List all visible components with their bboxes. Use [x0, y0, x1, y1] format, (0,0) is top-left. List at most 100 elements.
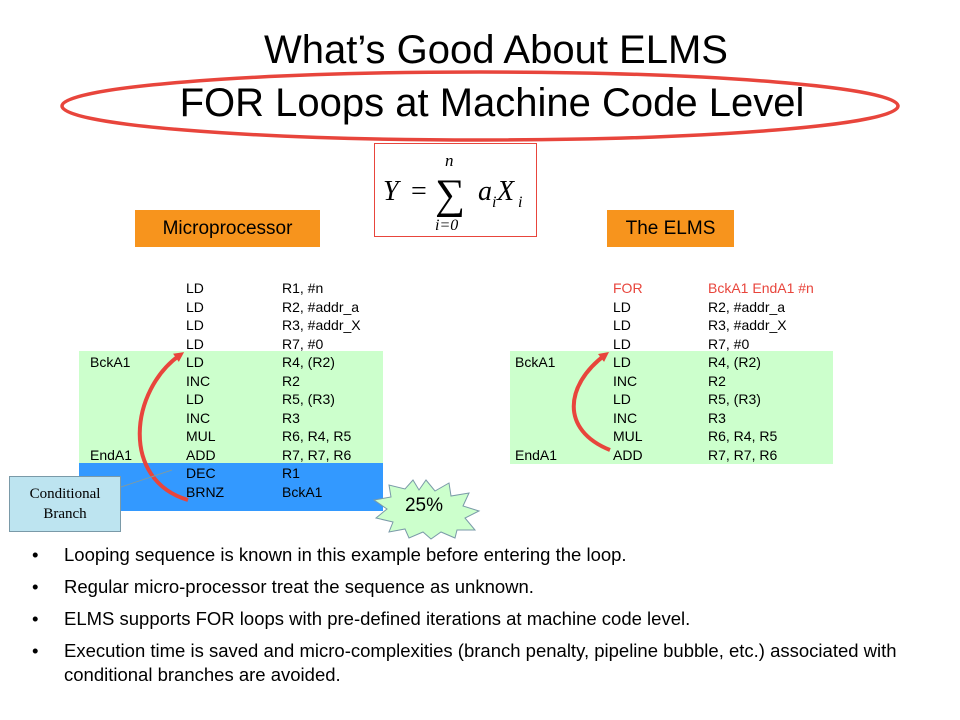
- code-line: LD R2, #addr_a: [0, 298, 960, 317]
- sum-formula: Y = n ∑ i=0 a i X i: [383, 151, 522, 234]
- overhead-percentage: 25%: [404, 495, 444, 516]
- code-opcode: LD: [186, 354, 204, 370]
- sum-formula-box: Y = n ∑ i=0 a i X i: [374, 143, 537, 237]
- callout-line1: Conditional: [29, 486, 101, 502]
- bullet-dot: •: [32, 608, 39, 629]
- code-opcode: MUL: [613, 428, 643, 444]
- code-line: MUL R6, R4, R5: [0, 427, 400, 446]
- starburst-shape: [372, 479, 481, 540]
- code-line: LD R3, #addr_X: [0, 316, 960, 335]
- code-opcode: INC: [186, 409, 211, 426]
- code-line: FOR BckA1 EndA1 #n: [0, 279, 960, 298]
- code-operands: R5, (R3): [708, 391, 761, 407]
- code-line: MUL R6, R4, R5: [0, 427, 960, 446]
- formula-term-a: a: [478, 176, 492, 207]
- micro-loop-body-highlight: [79, 351, 383, 463]
- code-operands: R6, R4, R5: [282, 428, 352, 444]
- code-operands: BckA1 EndA1 #n: [708, 280, 814, 296]
- code-line: LD R7, #0: [0, 335, 400, 354]
- elms-label: The ELMS: [607, 210, 734, 247]
- code-opcode: BRNZ: [186, 483, 225, 500]
- title-highlight-ellipse: [60, 70, 900, 142]
- code-label: EndA1: [90, 446, 133, 463]
- code-line: LD R5, (R3): [0, 390, 960, 409]
- code-opcode: LD: [613, 354, 631, 370]
- code-operands: R4, (R2): [282, 354, 335, 370]
- formula-lhs: Y: [383, 176, 402, 207]
- code-operands: R1: [282, 465, 300, 481]
- formula-equals: =: [411, 176, 427, 207]
- code-opcode: LD: [186, 391, 204, 407]
- formula-lower-limit: i=0: [435, 217, 458, 234]
- microprocessor-label: Microprocessor: [135, 210, 320, 247]
- code-label: BckA1: [515, 354, 556, 370]
- bullet-dot: •: [32, 640, 39, 661]
- formula-sigma: ∑: [435, 172, 465, 218]
- code-line: DEC R1: [0, 464, 400, 483]
- code-opcode: DEC: [186, 465, 216, 481]
- code-operands: R7, #0: [282, 335, 324, 352]
- code-opcode: MUL: [186, 428, 216, 444]
- code-opcode: LD: [613, 317, 631, 333]
- formula-term-x: X: [496, 176, 515, 207]
- code-line: LD R5, (R3): [0, 390, 400, 409]
- code-line: INC R2: [0, 372, 400, 391]
- code-operands: R2: [282, 372, 300, 389]
- code-line: BckA1 LD R4, (R2): [0, 353, 960, 372]
- bullet-text: Execution time is saved and micro-comple…: [64, 640, 897, 685]
- formula-upper-limit: n: [445, 151, 454, 170]
- code-opcode: ADD: [613, 446, 643, 463]
- code-operands: R4, (R2): [708, 354, 761, 370]
- bullet-dot: •: [32, 576, 39, 597]
- code-opcode: INC: [613, 409, 638, 426]
- code-line: LD R2, #addr_a: [0, 298, 400, 317]
- code-line: EndA1 ADD R7, R7, R6: [0, 446, 960, 465]
- code-operands: R7, #0: [708, 335, 750, 352]
- code-line: INC R3: [0, 409, 400, 428]
- code-opcode: LD: [186, 335, 204, 352]
- code-opcode: LD: [186, 317, 204, 333]
- code-operands: R5, (R3): [282, 391, 335, 407]
- code-line: LD R7, #0: [0, 335, 960, 354]
- bullet-text: Looping sequence is known in this exampl…: [64, 544, 627, 565]
- callout-line2: Branch: [43, 506, 87, 522]
- code-line: INC R2: [0, 372, 960, 391]
- code-line: BRNZ BckA1: [0, 483, 400, 502]
- code-opcode: LD: [186, 280, 204, 296]
- code-line: BckA1 LD R4, (R2): [0, 353, 400, 372]
- formula-sub-i1: i: [492, 194, 496, 211]
- code-line: LD R3, #addr_X: [0, 316, 400, 335]
- bullet-dot: •: [32, 544, 39, 565]
- code-operands: R3: [282, 409, 300, 426]
- conditional-branch-callout: Conditional Branch: [9, 476, 121, 532]
- code-line: LD R1, #n: [0, 279, 400, 298]
- code-operands: R1, #n: [282, 280, 324, 296]
- code-opcode: FOR: [613, 280, 643, 296]
- code-operands: R7, R7, R6: [708, 446, 778, 463]
- code-operands: R7, R7, R6: [282, 446, 352, 463]
- code-operands: R2: [708, 372, 726, 389]
- elms-loop-body-highlight: [510, 351, 833, 464]
- code-operands: BckA1: [282, 483, 323, 500]
- code-operands: R3: [708, 409, 726, 426]
- code-opcode: LD: [613, 391, 631, 407]
- code-opcode: INC: [186, 372, 211, 389]
- code-label: EndA1: [515, 446, 558, 463]
- code-operands: R2, #addr_a: [708, 298, 786, 315]
- slide-subtitle: FOR Loops at Machine Code Level: [179, 81, 805, 125]
- code-opcode: LD: [186, 298, 204, 315]
- code-opcode: LD: [613, 335, 631, 352]
- code-opcode: LD: [613, 298, 631, 315]
- code-line: INC R3: [0, 409, 960, 428]
- code-operands: R6, R4, R5: [708, 428, 778, 444]
- code-operands: R3, #addr_X: [282, 317, 361, 333]
- bullet-text: Regular micro-processor treat the sequen…: [64, 576, 534, 597]
- bullet-text: ELMS supports FOR loops with pre-defined…: [64, 608, 691, 629]
- code-label: BckA1: [90, 354, 131, 370]
- formula-sub-i2: i: [518, 194, 522, 211]
- slide-title: What’s Good About ELMS: [264, 28, 728, 72]
- code-operands: R2, #addr_a: [282, 298, 360, 315]
